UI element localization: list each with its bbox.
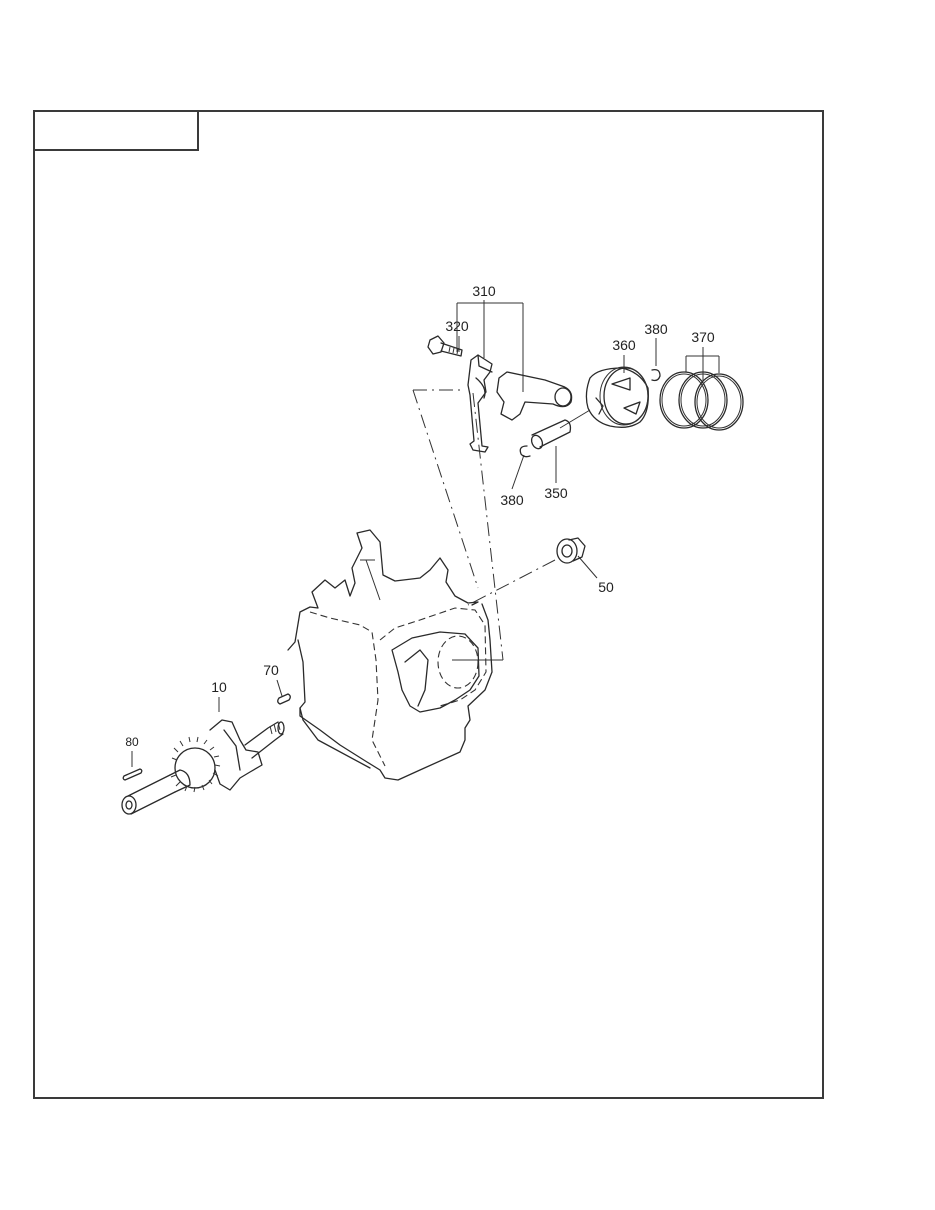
piston [585,366,649,428]
piston-pin [530,419,572,450]
pin [122,768,143,781]
callout-10[interactable]: 10 [211,679,227,695]
callout-370[interactable]: 370 [691,329,715,345]
callout-380-upper[interactable]: 380 [644,321,668,337]
title-box [33,110,199,151]
cylinder-block [287,529,493,781]
callout-380-lower[interactable]: 380 [500,492,524,508]
crankshaft [121,719,285,815]
callout-360[interactable]: 360 [612,337,636,353]
connecting-rod-bolt [427,335,463,357]
callout-50[interactable]: 50 [598,579,614,595]
piston-rings [659,371,744,431]
callout-80[interactable]: 80 [125,735,139,749]
leader-lines [131,300,720,767]
piston-pin-clip-lower [519,445,531,458]
connecting-rod-cap [467,354,493,453]
callout-350[interactable]: 350 [544,485,568,501]
assembly-centerlines [412,389,591,661]
callout-labels: 310 320 360 380 370 380 350 50 70 10 80 [125,283,715,749]
callout-310[interactable]: 310 [472,283,496,299]
piston-pin-clip-upper [651,368,661,382]
key [277,693,291,705]
callout-70[interactable]: 70 [263,662,279,678]
diagram-frame [33,110,824,1099]
connecting-rod [496,371,573,421]
flange-nut [556,537,586,564]
